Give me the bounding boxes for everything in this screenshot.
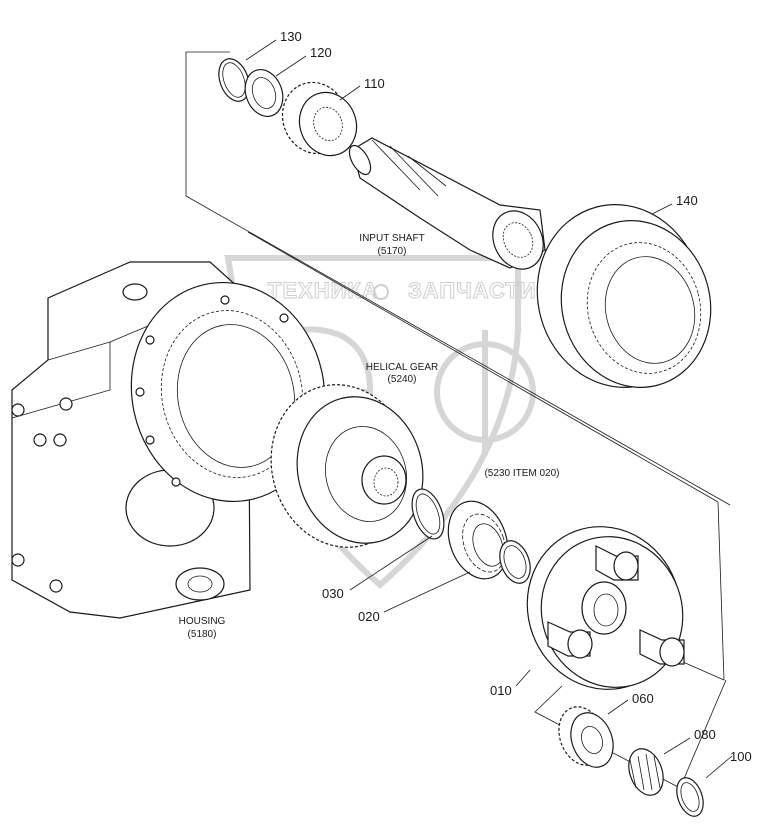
callout-110: 110 <box>364 76 385 91</box>
input-shaft-code: (5170) <box>378 246 407 257</box>
helical-gear-code: (5240) <box>388 374 417 385</box>
carrier-010 <box>526 526 685 690</box>
washer-120 <box>244 69 284 117</box>
snap-ring-small <box>499 540 531 584</box>
ring-gear-140 <box>536 204 712 388</box>
callout-120: 120 <box>310 45 332 60</box>
input-shaft <box>348 137 546 270</box>
carrier-pins <box>547 545 685 667</box>
housing-code: (5180) <box>188 629 217 640</box>
snap-ring-030 <box>411 488 445 540</box>
watermark-left-word: ТЕХНИКА <box>268 278 379 303</box>
callout-060: 060 <box>632 691 654 706</box>
helical-gear-label: HELICAL GEAR <box>366 362 438 373</box>
needle-bearing-080 <box>628 748 664 796</box>
guide-line-lower-right <box>679 679 727 789</box>
bearing-020 <box>447 500 509 580</box>
guide-line-upper <box>185 51 731 506</box>
housing-label: HOUSING <box>179 616 226 627</box>
callout-130: 130 <box>280 29 302 44</box>
watermark-gear-icon <box>373 284 389 300</box>
helical-gear <box>270 384 424 548</box>
guide-line-middle <box>247 231 719 503</box>
callout-010: 010 <box>490 683 512 698</box>
callout-020: 020 <box>358 609 380 624</box>
callout-140: 140 <box>676 193 698 208</box>
input-shaft-label: INPUT SHAFT <box>359 233 424 244</box>
watermark-right-word: ЗАПЧАСТИ <box>408 278 537 303</box>
callouts: 130 120 110 140 030 020 010 060 080 100 <box>280 29 752 764</box>
callout-100: 100 <box>730 749 752 764</box>
assembly-captions: INPUT SHAFT (5170) HELICAL GEAR (5240) (… <box>179 233 560 640</box>
gear-060 <box>558 706 614 768</box>
snap-ring-100 <box>676 777 704 817</box>
gear-110 <box>281 81 358 157</box>
bearing-reference: (5230 ITEM 020) <box>484 468 559 479</box>
callout-080: 080 <box>694 727 716 742</box>
snap-ring-130 <box>218 58 250 102</box>
callout-030: 030 <box>322 586 344 601</box>
leader-lines <box>245 39 733 779</box>
